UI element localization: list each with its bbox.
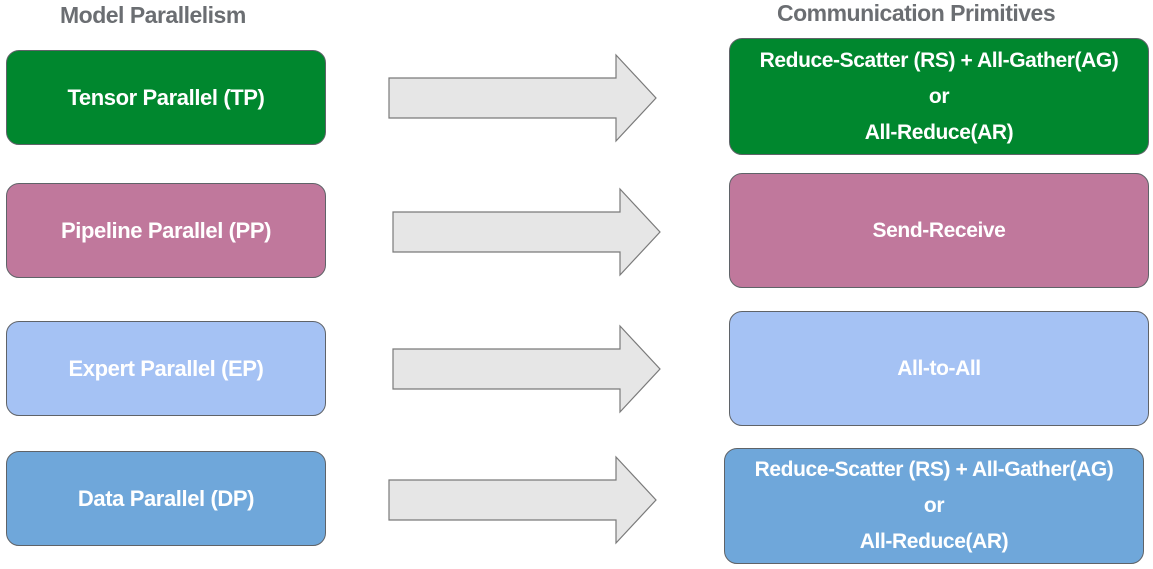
tp-primitive-line3: All-Reduce(AR)	[864, 120, 1014, 144]
tp-primitive-box: Reduce-Scatter (RS) + All-Gather(AG) or …	[729, 38, 1149, 155]
dp-primitive-line1: Reduce-Scatter (RS) + All-Gather(AG)	[754, 458, 1114, 481]
dp-primitive-line2: or	[923, 494, 945, 517]
pipeline-parallel-label: Pipeline Parallel (PP)	[60, 217, 272, 243]
expert-parallel-box: Expert Parallel (EP)	[6, 321, 326, 416]
communication-primitives-header: Communication Primitives	[777, 0, 1056, 26]
pipeline-parallel-box: Pipeline Parallel (PP)	[6, 183, 326, 278]
right-arrow-icon	[392, 187, 661, 277]
model-parallelism-header: Model Parallelism	[60, 2, 246, 28]
right-arrow-icon	[392, 324, 661, 414]
expert-parallel-label: Expert Parallel (EP)	[68, 355, 264, 381]
data-parallel-box: Data Parallel (DP)	[6, 451, 326, 546]
ep-primitive-line1: All-to-All	[897, 356, 981, 380]
right-arrow-icon	[388, 53, 657, 143]
dp-primitive-box: Reduce-Scatter (RS) + All-Gather(AG) or …	[724, 448, 1144, 564]
tp-primitive-line2: or	[928, 84, 950, 108]
ep-primitive-box: All-to-All	[729, 311, 1149, 426]
pp-primitive-line1: Send-Receive	[872, 218, 1006, 242]
dp-primitive-line3: All-Reduce(AR)	[859, 530, 1009, 553]
pp-primitive-box: Send-Receive	[729, 173, 1149, 288]
tp-primitive-line1: Reduce-Scatter (RS) + All-Gather(AG)	[759, 48, 1119, 72]
tensor-parallel-box: Tensor Parallel (TP)	[6, 50, 326, 145]
tensor-parallel-label: Tensor Parallel (TP)	[67, 84, 265, 110]
right-arrow-icon	[388, 455, 657, 545]
data-parallel-label: Data Parallel (DP)	[77, 485, 255, 511]
